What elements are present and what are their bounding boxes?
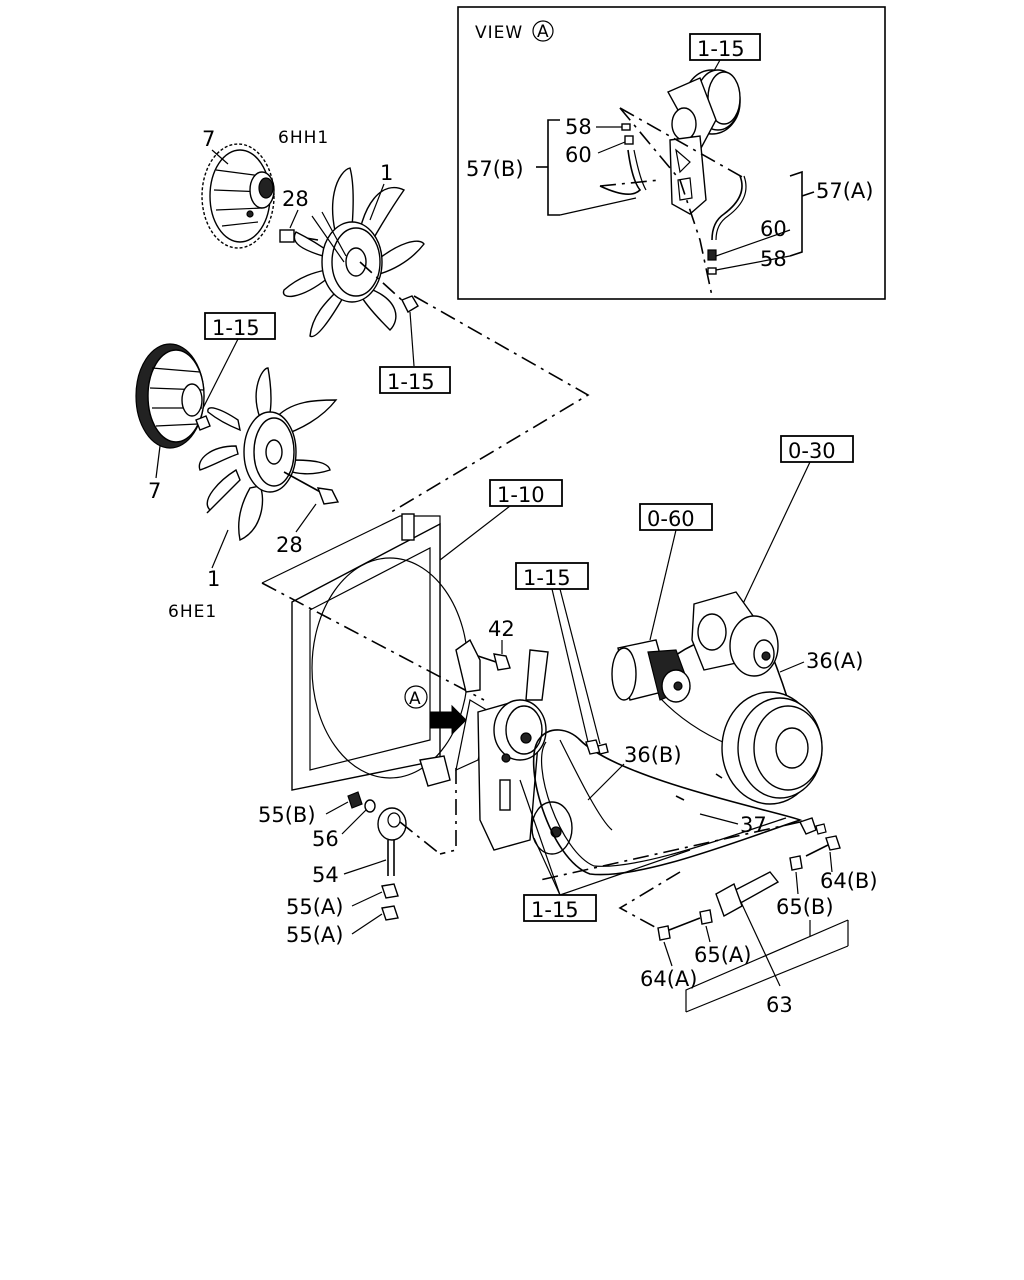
fan-bottom (198, 367, 338, 542)
rod-hardware-right (657, 817, 841, 941)
callout-58-top: 58 (565, 115, 592, 139)
callout-65a: 65(A) (694, 943, 751, 967)
callout-64b: 64(B) (820, 869, 878, 893)
nut-65a (699, 909, 713, 925)
callout-28-bottom: 28 (276, 533, 303, 557)
callout-60-top: 60 (565, 143, 592, 167)
nut-55b (347, 791, 363, 809)
inset-pulley (667, 69, 741, 215)
ref-label-1: 1-15 (697, 37, 745, 61)
callout-1-bottom: 1 (207, 567, 220, 591)
shroud-marker: A (409, 689, 422, 709)
callout-60-bottom: 60 (760, 217, 787, 241)
water-pump (691, 591, 779, 677)
ref-label-5: 0-60 (647, 507, 695, 531)
model-label-bottom: 6HE1 (168, 602, 217, 622)
callout-57a: 57(A) (816, 179, 873, 203)
callout-7-bottom: 7 (148, 479, 161, 503)
hose-57b (599, 149, 642, 195)
callout-54: 54 (312, 863, 339, 887)
callout-55a-1: 55(A) (286, 895, 343, 919)
fan-top (282, 167, 425, 338)
callout-57b: 57(B) (466, 157, 524, 181)
fan-assembly-6hh1: 6HH1 7 28 (201, 127, 590, 515)
washer-56 (364, 799, 376, 813)
ref-box-3[interactable] (379, 366, 451, 394)
callout-1-top: 1 (380, 161, 393, 185)
callout-63: 63 (766, 993, 793, 1017)
ref-label-7: 1-15 (523, 566, 571, 590)
ref-label-2: 1-15 (212, 316, 260, 340)
callout-37: 37 (740, 813, 767, 837)
nut-55a-1 (381, 883, 399, 899)
callout-42: 42 (488, 617, 515, 641)
ref-box-5[interactable] (639, 503, 713, 531)
nut-65b (789, 855, 803, 871)
alternator (611, 639, 691, 703)
callout-56: 56 (312, 827, 339, 851)
nut-55a-2 (381, 905, 399, 921)
ref-label-8: 1-15 (531, 898, 579, 922)
ref-box-6[interactable] (780, 435, 854, 463)
callout-7-top: 7 (202, 127, 215, 151)
fan-assembly-6he1: 1-15 7 1 6HE1 (135, 312, 340, 622)
view-arrow (429, 704, 467, 736)
tensioner-assembly (477, 699, 573, 855)
ref-label-6: 0-30 (788, 439, 836, 463)
view-marker-circle (532, 20, 554, 42)
crank-pulley (721, 691, 823, 805)
hose-57a (711, 175, 743, 241)
view-a-inset: VIEW A 1-15 (457, 6, 886, 300)
callout-65b: 65(B) (776, 895, 834, 919)
fan-shroud: 1-10 A (261, 479, 563, 791)
callout-55b: 55(B) (258, 803, 316, 827)
shroud-marker-circle (404, 685, 428, 709)
view-marker: A (537, 22, 550, 42)
callout-55a-2: 55(A) (286, 923, 343, 947)
callout-36a: 36(A) (806, 649, 863, 673)
fan-clutch-top (201, 143, 275, 249)
ref-box-7[interactable] (515, 562, 589, 590)
bolt-42 (477, 653, 511, 671)
ref-box-4[interactable] (489, 479, 563, 507)
callout-64a: 64(A) (640, 967, 697, 991)
callout-36b: 36(B) (624, 743, 682, 767)
bolt-hardware-left (347, 791, 441, 921)
belt-37 (532, 729, 803, 876)
bolt-64a (657, 925, 671, 941)
ref-label-4: 1-10 (497, 483, 545, 507)
model-label-top: 6HH1 (278, 128, 329, 148)
inset-frame (457, 6, 886, 300)
callout-28-top: 28 (282, 187, 309, 211)
bolt-64b (825, 835, 841, 851)
ref-box-2[interactable] (204, 312, 276, 340)
view-label: VIEW (475, 23, 523, 43)
ref-box-1[interactable] (689, 33, 761, 61)
bolt-28-bottom (283, 471, 340, 505)
callout-58-bottom: 58 (760, 247, 787, 271)
fan-clutch-bottom (135, 343, 205, 449)
nut-top (401, 295, 419, 313)
ref-label-3: 1-15 (387, 370, 435, 394)
